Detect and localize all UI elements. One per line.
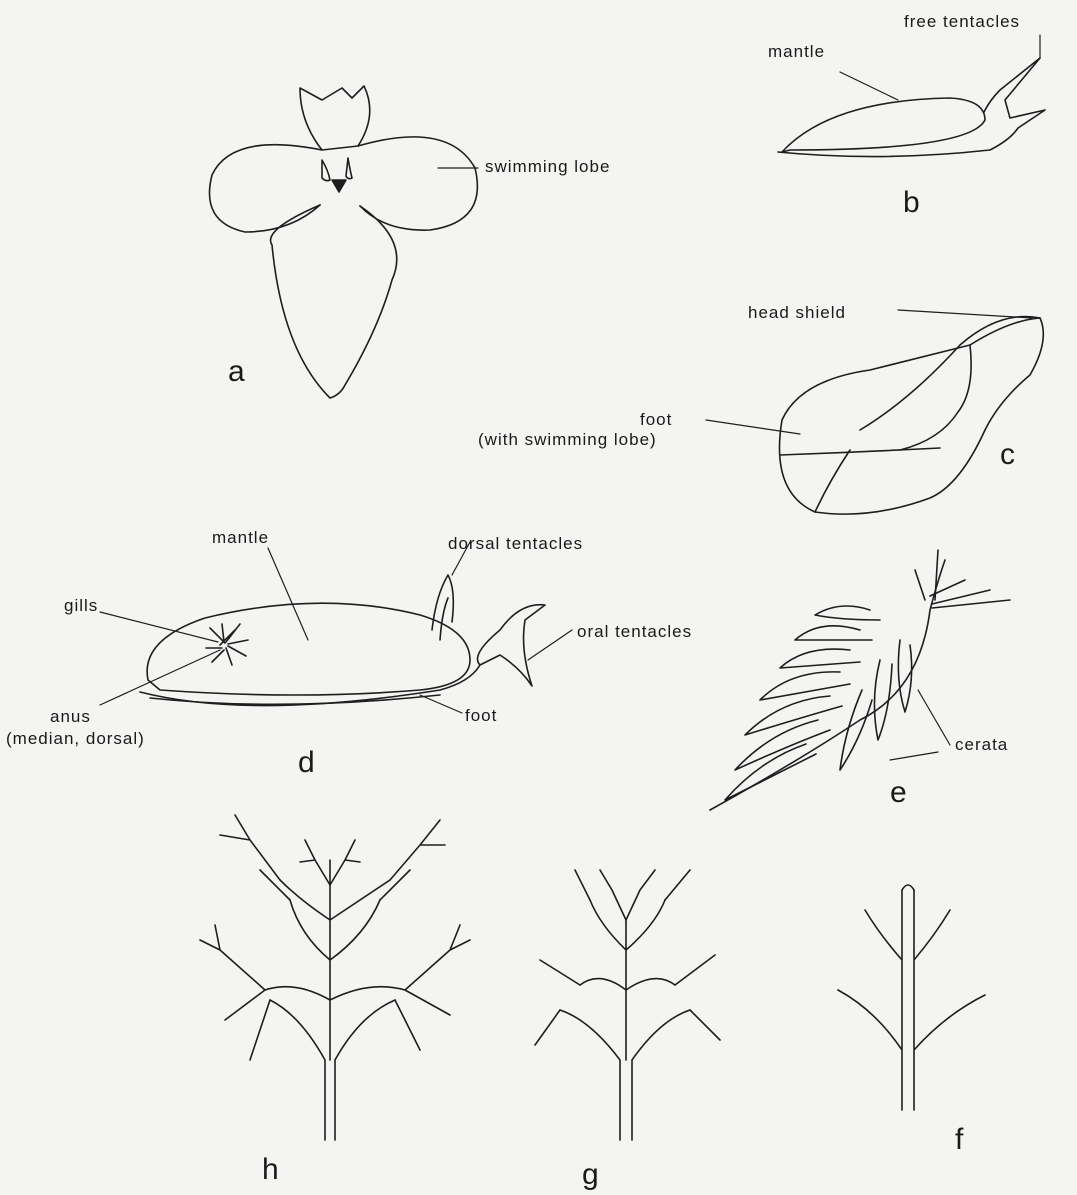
- drawing-a-left-lobe: [209, 145, 322, 232]
- drawing-c-inner-line: [900, 345, 971, 450]
- drawing-g: [535, 870, 720, 1140]
- drawing-c-outline: [779, 318, 1043, 514]
- drawing-e-cerata-7: [725, 744, 816, 800]
- label-free-tentacles: free tentacles: [904, 12, 1020, 32]
- label-anus: anus: [50, 707, 91, 727]
- drawing-e-rhinophores: [915, 550, 1010, 608]
- label-cerata: cerata: [955, 735, 1008, 755]
- leader-d-mantle: [268, 548, 308, 640]
- label-d-foot: foot: [465, 706, 497, 726]
- drawing-a-eye-left: [322, 160, 330, 181]
- drawing-f-stem-left: [838, 890, 902, 1110]
- drawing-e-cerata-1: [815, 606, 880, 620]
- label-swimming-lobe: swimming lobe: [485, 157, 610, 177]
- drawing-e-cerata-2: [795, 626, 872, 640]
- leader-d-gills: [100, 612, 218, 642]
- drawing-c: [706, 310, 1043, 514]
- drawing-g-trunk: [560, 1010, 690, 1140]
- drawing-g-main: [580, 900, 675, 1060]
- label-c-foot-qualifier: (with swimming lobe): [478, 430, 657, 450]
- drawing-g-branches: [535, 870, 720, 1045]
- drawing-a-eye-right: [346, 158, 352, 179]
- drawing-e-cerata-5: [745, 696, 842, 735]
- drawing-a-body: [271, 205, 397, 398]
- leader-d-oral: [528, 630, 572, 660]
- drawing-h-branches-right: [380, 820, 470, 1050]
- panel-letter-e: e: [890, 778, 907, 808]
- drawing-h-top: [300, 840, 360, 885]
- leader-b-mantle: [840, 72, 898, 100]
- drawing-d: [100, 542, 572, 713]
- drawing-e-body: [710, 560, 945, 810]
- drawing-e-cerata-6: [735, 720, 830, 770]
- leader-c-head-shield: [898, 310, 1032, 318]
- drawing-f-stem-right: [914, 890, 985, 1110]
- drawing-d-gills: [206, 624, 248, 665]
- drawing-a-head: [300, 86, 370, 150]
- leader-e-cerata-1: [918, 690, 950, 745]
- label-head-shield: head shield: [748, 303, 846, 323]
- drawing-b-foot: [778, 58, 1045, 157]
- drawing-e-cerata-3: [780, 649, 860, 668]
- leader-d-foot: [420, 695, 462, 713]
- label-d-mantle: mantle: [212, 528, 269, 548]
- drawing-e-cerata-4: [760, 672, 850, 700]
- label-oral-tentacles: oral tentacles: [577, 622, 692, 642]
- panel-letter-d: d: [298, 748, 315, 778]
- label-anus-qualifier: (median, dorsal): [6, 729, 145, 749]
- leader-e-cerata-2: [890, 752, 938, 760]
- panel-letter-f: f: [955, 1125, 963, 1155]
- leader-c-foot: [706, 420, 800, 434]
- panel-letter-b: b: [903, 188, 920, 218]
- drawing-d-dorsal-tentacle-2: [440, 598, 448, 640]
- drawing-a-mouth: [332, 180, 346, 192]
- label-b-mantle: mantle: [768, 42, 825, 62]
- label-dorsal-tentacles: dorsal tentacles: [448, 534, 583, 554]
- panel-letter-c: c: [1000, 440, 1015, 470]
- drawing-f: [838, 885, 985, 1110]
- drawing-e: [710, 550, 1010, 810]
- label-c-foot: foot: [640, 410, 672, 430]
- drawing-h-trunk: [270, 1000, 395, 1140]
- panel-letter-a: a: [228, 357, 245, 387]
- drawing-h-main: [265, 880, 405, 1060]
- label-gills: gills: [64, 596, 98, 616]
- panel-letter-g: g: [582, 1160, 599, 1190]
- drawing-a-right-lobe: [358, 137, 477, 230]
- drawing-a: [209, 86, 478, 398]
- drawing-f-tip: [902, 885, 914, 890]
- panel-letter-h: h: [262, 1155, 279, 1185]
- drawing-d-mantle: [147, 603, 470, 695]
- drawing-b-mantle: [782, 98, 985, 152]
- drawing-c-shield-line: [860, 317, 1040, 430]
- drawing-h: [200, 815, 470, 1140]
- drawing-e-cerata-9: [898, 640, 911, 712]
- drawing-h-branches-left: [200, 815, 290, 1060]
